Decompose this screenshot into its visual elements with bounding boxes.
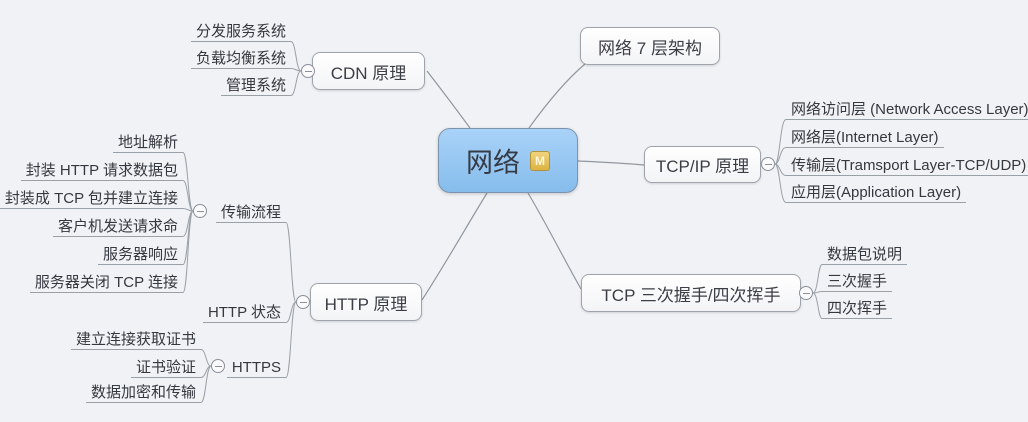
collapse-icon-handshake[interactable] [799,286,813,300]
subtopic-cdn-management-system[interactable]: 管理系统 [220,77,291,96]
subtopic-cdn-load-balance-system[interactable]: 负载均衡系统 [190,50,291,69]
step-certificate-verify[interactable]: 证书验证 [130,359,201,378]
subtopic-application-layer[interactable]: 应用层(Application Layer) [786,184,967,203]
topic-label: HTTP 原理 [324,294,408,314]
subtopic-cdn-distribution-system[interactable]: 分发服务系统 [190,23,291,42]
minus-icon [764,163,772,165]
step-server-response[interactable]: 服务器响应 [97,246,183,265]
minus-icon [214,365,222,367]
subtopic-packet-description[interactable]: 数据包说明 [822,246,908,265]
minus-icon [304,70,312,72]
subtopic-https[interactable]: HTTPS [226,359,286,378]
topic-network-7-layer[interactable]: 网络 7 层架构 [580,27,720,65]
collapse-icon-cdn[interactable] [301,64,315,78]
topic-label: 网络 7 层架构 [598,38,702,58]
topic-label: TCP 三次握手/四次挥手 [601,285,781,305]
root-topic-network[interactable]: 网络 M [438,128,578,193]
collapse-icon-tcpip[interactable] [761,157,775,171]
priority-marker-icon: M [530,150,550,171]
topic-label: TCP/IP 原理 [655,157,750,176]
step-data-encrypt-transfer[interactable]: 数据加密和传输 [85,384,201,403]
step-address-resolution[interactable]: 地址解析 [112,134,183,153]
collapse-icon-http[interactable] [296,295,310,309]
topic-cdn[interactable]: CDN 原理 [312,52,425,90]
topic-label: CDN 原理 [330,63,407,83]
step-connect-get-certificate[interactable]: 建立连接获取证书 [70,331,201,350]
topic-http[interactable]: HTTP 原理 [310,283,422,321]
minus-icon [299,301,307,303]
subtopic-http-status[interactable]: HTTP 状态 [202,304,286,323]
subtopic-transport-layer[interactable]: 传输层(Tramsport Layer-TCP/UDP) [786,157,1028,176]
step-wrap-http-request-packet[interactable]: 封装 HTTP 请求数据包 [20,162,183,181]
subtopic-internet-layer[interactable]: 网络层(Internet Layer) [786,129,944,148]
step-wrap-tcp-and-connect[interactable]: 封装成 TCP 包并建立连接 [0,190,183,209]
subtopic-four-way-wave[interactable]: 四次挥手 [822,300,893,319]
minus-icon [802,292,810,294]
subtopic-network-access-layer[interactable]: 网络访问层 (Network Access Layer) [786,101,1028,120]
topic-tcpip[interactable]: TCP/IP 原理 [644,146,761,183]
subtopic-three-way-handshake[interactable]: 三次握手 [822,273,893,292]
step-server-close-tcp[interactable]: 服务器关闭 TCP 连接 [29,274,183,293]
collapse-icon-transfer-flow[interactable] [193,204,207,218]
minus-icon [196,210,204,212]
subtopic-http-transfer-flow[interactable]: 传输流程 [215,204,286,223]
topic-tcp-handshake[interactable]: TCP 三次握手/四次挥手 [581,274,801,312]
step-client-send-request[interactable]: 客户机发送请求命 [52,218,183,237]
root-topic-label: 网络 [466,148,520,178]
collapse-icon-https[interactable] [211,359,225,373]
